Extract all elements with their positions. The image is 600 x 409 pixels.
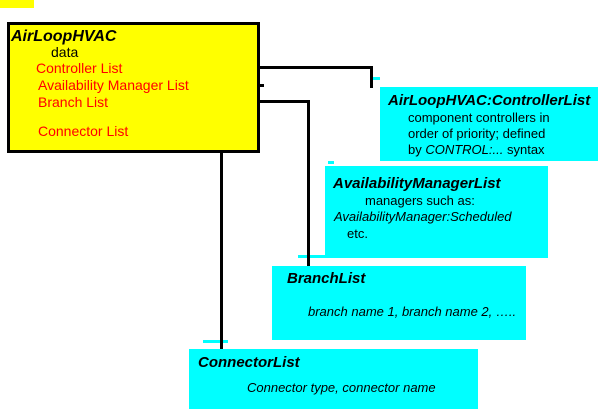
branchlist-box-line1: branch name 1, branch name 2, …..: [308, 304, 517, 319]
data-label: data: [51, 44, 79, 60]
artifact-cyan-branch: [298, 255, 325, 258]
artifact-yellow-bar: [0, 0, 34, 8]
connectorlist-box-line1: Connector type, connector name: [247, 380, 436, 395]
controllerlist-box-line2: order of priority; defined: [408, 126, 546, 141]
controllerlist-box-line3-pre: by: [408, 142, 426, 157]
branchlist-box: BranchList branch name 1, branch name 2,…: [272, 266, 526, 340]
controllerlist-box-line3: by CONTROL:... syntax: [408, 142, 545, 157]
availabilitymanagerlist-box-line1: managers such as:: [365, 193, 475, 208]
availability-manager-list-field: Availability Manager List: [38, 77, 189, 93]
availabilitymanagerlist-box-line2: AvailabilityManager:Scheduled: [334, 209, 512, 224]
controllerlist-box-title: AirLoopHVAC:ControllerList: [388, 92, 591, 109]
controllerlist-box: AirLoopHVAC:ControllerList component con…: [380, 87, 598, 161]
artifact-cyan-connector: [203, 340, 228, 343]
controllerlist-box-line1: component controllers in: [408, 110, 550, 125]
connectorlist-box-title: ConnectorList: [198, 354, 300, 371]
connector-list-field: Connector List: [38, 123, 129, 139]
controllerlist-box-line3-post: syntax: [503, 142, 545, 157]
availabilitymanagerlist-box: AvailabilityManagerList managers such as…: [325, 166, 548, 258]
airloophvac-box: AirLoopHVAC data Controller List Availab…: [7, 22, 260, 153]
controller-list-connector-vertical: [370, 66, 373, 88]
branch-list-connector-vertical: [307, 100, 310, 266]
branchlist-box-title: BranchList: [287, 270, 366, 287]
connector-list-connector-vertical: [220, 129, 223, 349]
controllerlist-box-line3-italic: CONTROL:...: [425, 142, 504, 157]
artifact-cyan-availability: [328, 161, 334, 164]
controller-list-field: Controller List: [36, 60, 123, 76]
availabilitymanagerlist-box-title: AvailabilityManagerList: [333, 175, 501, 192]
branch-list-field: Branch List: [38, 94, 109, 110]
airloophvac-title: AirLoopHVAC: [11, 28, 117, 45]
artifact-cyan-controller: [372, 77, 380, 80]
availabilitymanagerlist-box-line3: etc.: [347, 226, 368, 241]
connectorlist-box: ConnectorList Connector type, connector …: [189, 349, 478, 409]
